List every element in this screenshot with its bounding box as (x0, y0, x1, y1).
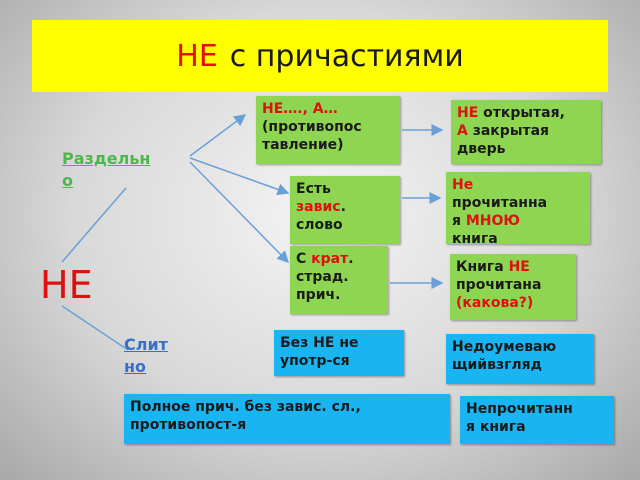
line-root-to-separate (61, 187, 127, 263)
box-example-dependent: Не прочитанна я МНОЮ книга (446, 172, 590, 244)
box-opposition: НЕ…., А… (противопос тавление) (256, 96, 400, 164)
title-banner: НЕ с причастиями (32, 20, 608, 92)
box-dependent-word: Есть завис. слово (290, 176, 400, 244)
title-text: с причастиями (229, 38, 464, 74)
box-example-opposition: НЕ открытая, А закрытая дверь (451, 100, 601, 164)
box-example-without-ne: Недоумеваю щийвзгляд (446, 334, 594, 384)
box-full-participle: Полное прич. без завис. сл., противопост… (124, 394, 450, 444)
box-short-participle: С крат. страд. прич. (290, 246, 388, 314)
separate-label: Раздельн о (62, 149, 151, 190)
arrow-separate-to-dependent (189, 157, 290, 196)
root-ne-label: НЕ (40, 263, 93, 307)
box-example-short: Книга НЕ прочитана (какова?) (450, 254, 576, 320)
line-root-to-joined (61, 305, 129, 351)
box-example-full: Непрочитанн я книга (460, 396, 614, 444)
title-ne: НЕ (176, 38, 218, 74)
arrow-separate-to-short (189, 161, 290, 264)
box-without-ne: Без НЕ не употр-ся (274, 330, 404, 376)
arrow-separate-to-opposition (189, 114, 247, 157)
joined-label: Слит но (124, 335, 168, 376)
